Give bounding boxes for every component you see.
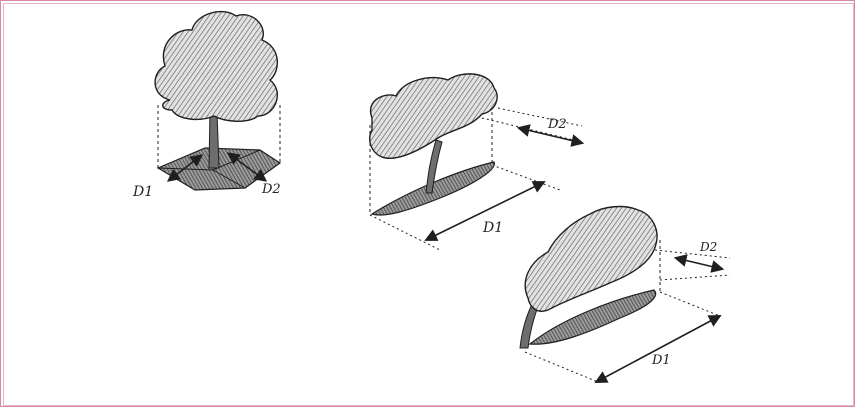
windswept-d2-arrow xyxy=(680,259,718,268)
upright-d1-label: D1 xyxy=(132,184,153,200)
upright-tree-trunk xyxy=(209,112,219,168)
leaning-d1-label: D1 xyxy=(482,220,503,236)
windswept-d1-label: D1 xyxy=(651,353,671,368)
leaning-guide-line xyxy=(370,215,440,250)
leaning-guide-line xyxy=(492,165,560,190)
windswept-guide-line xyxy=(660,292,720,316)
leaning-tree-crown xyxy=(370,74,498,158)
leaning-tree-group: D1 D2 xyxy=(370,74,582,250)
windswept-d1-arrow xyxy=(600,318,716,380)
windswept-d2-label: D2 xyxy=(699,240,717,254)
windswept-guide-line xyxy=(525,352,598,382)
leaning-d2-label: D2 xyxy=(547,117,567,132)
windswept-tree-group: D1 D2 xyxy=(520,207,730,382)
windswept-guide-line xyxy=(660,275,730,280)
leaning-guide-line xyxy=(482,118,582,142)
upright-tree-crown xyxy=(155,12,277,122)
windswept-guide-line xyxy=(655,250,730,258)
upright-d2-label: D2 xyxy=(261,182,281,197)
leaning-guide-line xyxy=(498,108,582,126)
upright-tree-group: D1 D2 xyxy=(132,12,281,200)
